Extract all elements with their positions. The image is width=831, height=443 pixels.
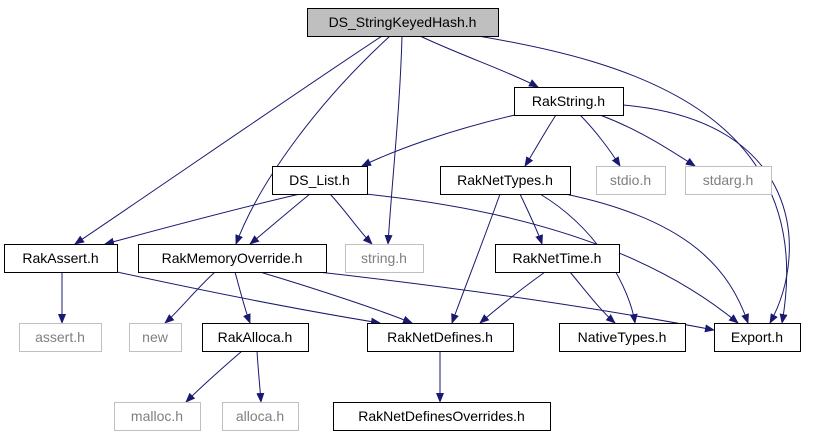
node-box	[272, 166, 368, 195]
edge-ds_list-to-export	[364, 193, 739, 324]
node-label: RakNetTime.h	[513, 250, 602, 266]
edge-ds_stringkeyedhash-to-string	[384, 35, 403, 245]
node-box	[202, 323, 309, 352]
node-label: Export.h	[731, 329, 783, 345]
edge-ds_stringkeyedhash-to-rakassert	[74, 35, 383, 245]
node-label: malloc.h	[131, 408, 183, 424]
node-label: RakNetDefinesOverrides.h	[358, 408, 525, 424]
node-label: string.h	[361, 250, 407, 266]
node-label: new	[142, 329, 169, 345]
node-stdio: stdio.h	[596, 166, 666, 195]
node-alloca: alloca.h	[222, 402, 299, 431]
node-rakalloca[interactable]: RakAlloca.h	[202, 323, 309, 352]
node-box	[333, 402, 551, 431]
node-nativetypes[interactable]: NativeTypes.h	[559, 323, 686, 352]
node-box	[345, 244, 424, 273]
node-box	[19, 323, 102, 352]
node-box	[129, 323, 182, 352]
edge-rakalloca-to-alloca	[256, 350, 265, 403]
node-box	[307, 8, 499, 37]
node-label: NativeTypes.h	[578, 329, 667, 345]
node-box	[559, 323, 686, 352]
node-ds_stringkeyedhash[interactable]: DS_StringKeyedHash.h	[307, 8, 499, 37]
edges	[58, 35, 790, 403]
node-box	[514, 87, 624, 116]
node-raknetdefinesoverrides[interactable]: RakNetDefinesOverrides.h	[333, 402, 551, 431]
node-label: DS_List.h	[289, 172, 350, 188]
node-box	[138, 244, 327, 273]
edge-rakstring-to-stdarg	[599, 114, 696, 167]
node-new: new	[129, 323, 182, 352]
edge-ds_list-to-rakmemoryoverride	[249, 193, 311, 245]
node-box	[495, 244, 620, 273]
edge-ds_list-to-string	[329, 193, 373, 245]
edge-rakalloca-to-malloc	[185, 350, 243, 403]
node-label: RakNetDefines.h	[387, 329, 493, 345]
node-label: RakString.h	[532, 93, 605, 109]
edge-rakassert-to-raknetdefines	[116, 271, 381, 326]
edge-ds_list-to-rakassert	[104, 193, 301, 246]
node-export[interactable]: Export.h	[714, 323, 801, 352]
edge-rakstring-to-ds_list	[361, 114, 516, 167]
edge-raknettypes-to-export	[564, 193, 749, 324]
edge-raknettime-to-raknetdefines	[479, 271, 546, 324]
node-assert: assert.h	[19, 323, 102, 352]
node-label: stdio.h	[610, 172, 651, 188]
node-label: DS_StringKeyedHash.h	[329, 14, 477, 30]
edge-rakstring-to-raknettypes	[524, 114, 557, 167]
edge-ds_stringkeyedhash-to-rakmemoryoverride	[235, 35, 391, 245]
node-box	[714, 323, 801, 352]
node-label: stdarg.h	[703, 172, 754, 188]
edge-rakmemoryoverride-to-export	[317, 271, 715, 333]
node-label: RakNetTypes.h	[457, 172, 553, 188]
node-raknettypes[interactable]: RakNetTypes.h	[440, 166, 571, 195]
node-stdarg: stdarg.h	[685, 166, 772, 195]
node-rakmemoryoverride[interactable]: RakMemoryOverride.h	[138, 244, 327, 273]
edge-rakstring-to-export	[622, 104, 790, 324]
node-box	[367, 323, 514, 352]
node-label: alloca.h	[236, 408, 284, 424]
node-label: RakAlloca.h	[218, 329, 293, 345]
node-box	[222, 402, 299, 431]
node-box	[596, 166, 666, 195]
node-box	[440, 166, 571, 195]
node-box	[4, 244, 118, 273]
edge-ds_stringkeyedhash-to-rakstring	[419, 35, 539, 88]
node-box	[114, 402, 201, 431]
edge-rakmemoryoverride-to-rakalloca	[234, 271, 251, 324]
node-label: assert.h	[35, 329, 85, 345]
node-rakstring[interactable]: RakString.h	[514, 87, 624, 116]
edge-rakmemoryoverride-to-new	[164, 271, 216, 324]
node-string: string.h	[345, 244, 424, 273]
node-raknettime[interactable]: RakNetTime.h	[495, 244, 620, 273]
node-label: RakMemoryOverride.h	[162, 250, 303, 266]
node-label: RakAssert.h	[22, 250, 98, 266]
edge-raknettypes-to-raknettime	[519, 193, 543, 245]
node-raknetdefines[interactable]: RakNetDefines.h	[367, 323, 514, 352]
edge-raknettime-to-nativetypes	[569, 271, 616, 324]
edge-rakmemoryoverride-to-raknetdefines	[259, 271, 413, 324]
node-box	[685, 166, 772, 195]
edge-rakstring-to-stdio	[579, 114, 621, 167]
edge-ds_stringkeyedhash-to-export	[477, 35, 788, 324]
node-rakassert[interactable]: RakAssert.h	[4, 244, 118, 273]
node-ds_list[interactable]: DS_List.h	[272, 166, 368, 195]
nodes: DS_StringKeyedHash.hRakString.hDS_List.h…	[4, 8, 801, 431]
edge-raknettypes-to-raknetdefines	[451, 193, 501, 324]
node-malloc: malloc.h	[114, 402, 201, 431]
